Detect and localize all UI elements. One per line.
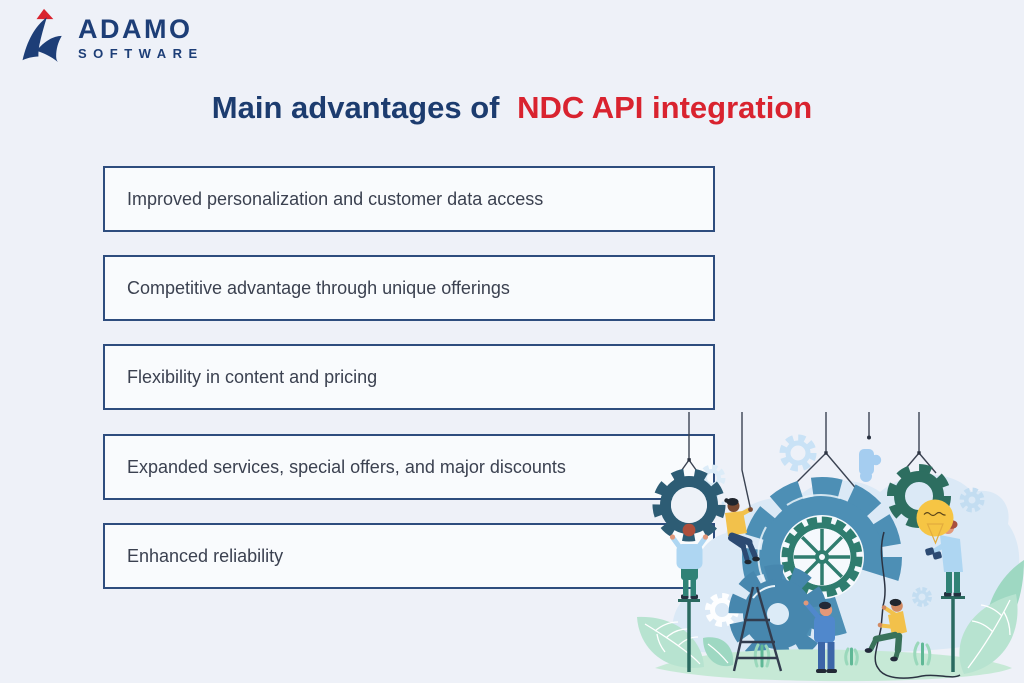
grass-icon — [753, 641, 932, 668]
climbing-rope-icon — [874, 531, 961, 679]
advantage-box-1: Improved personalization and customer da… — [103, 166, 715, 232]
leaf-icon — [637, 560, 1024, 674]
worker-pushing-gear — [803, 600, 837, 673]
advantage-label: Competitive advantage through unique off… — [127, 277, 510, 298]
logo-text: ADAMO SOFTWARE — [78, 14, 204, 61]
advantage-label: Enhanced reliability — [127, 545, 284, 566]
advantage-label: Improved personalization and customer da… — [127, 188, 544, 209]
advantage-box-2: Competitive advantage through unique off… — [103, 255, 715, 321]
advantage-box-3: Flexibility in content and pricing — [103, 344, 715, 410]
brand-subtitle: SOFTWARE — [78, 46, 204, 61]
rope-knots — [687, 435, 921, 462]
advantage-label: Flexibility in content and pricing — [127, 366, 378, 387]
adamo-logo-icon — [22, 8, 62, 63]
team-gears-illustration — [637, 412, 1024, 682]
worker-sitting — [724, 498, 760, 565]
puzzle-piece-icon — [859, 449, 882, 482]
ladder-icon — [732, 586, 783, 672]
lightbulb-icon — [916, 499, 954, 545]
advantage-label: Expanded services, special offers, and m… — [127, 456, 566, 477]
page-title-accent: NDC API integration — [517, 90, 813, 125]
worker-lifting-gear — [669, 523, 709, 672]
worker-holding-lightbulb — [916, 499, 965, 672]
rope-icon — [668, 412, 937, 512]
page-title-main: Main advantages of — [211, 90, 500, 125]
brand-name: ADAMO — [78, 14, 193, 44]
worker-climbing-rope — [864, 598, 907, 662]
advantage-box-5: Enhanced reliability — [103, 523, 715, 589]
adamo-logo: ADAMO SOFTWARE — [16, 7, 204, 63]
advantage-box-4: Expanded services, special offers, and m… — [103, 434, 715, 500]
page-title: Main advantages of NDC API integration — [0, 90, 1024, 126]
